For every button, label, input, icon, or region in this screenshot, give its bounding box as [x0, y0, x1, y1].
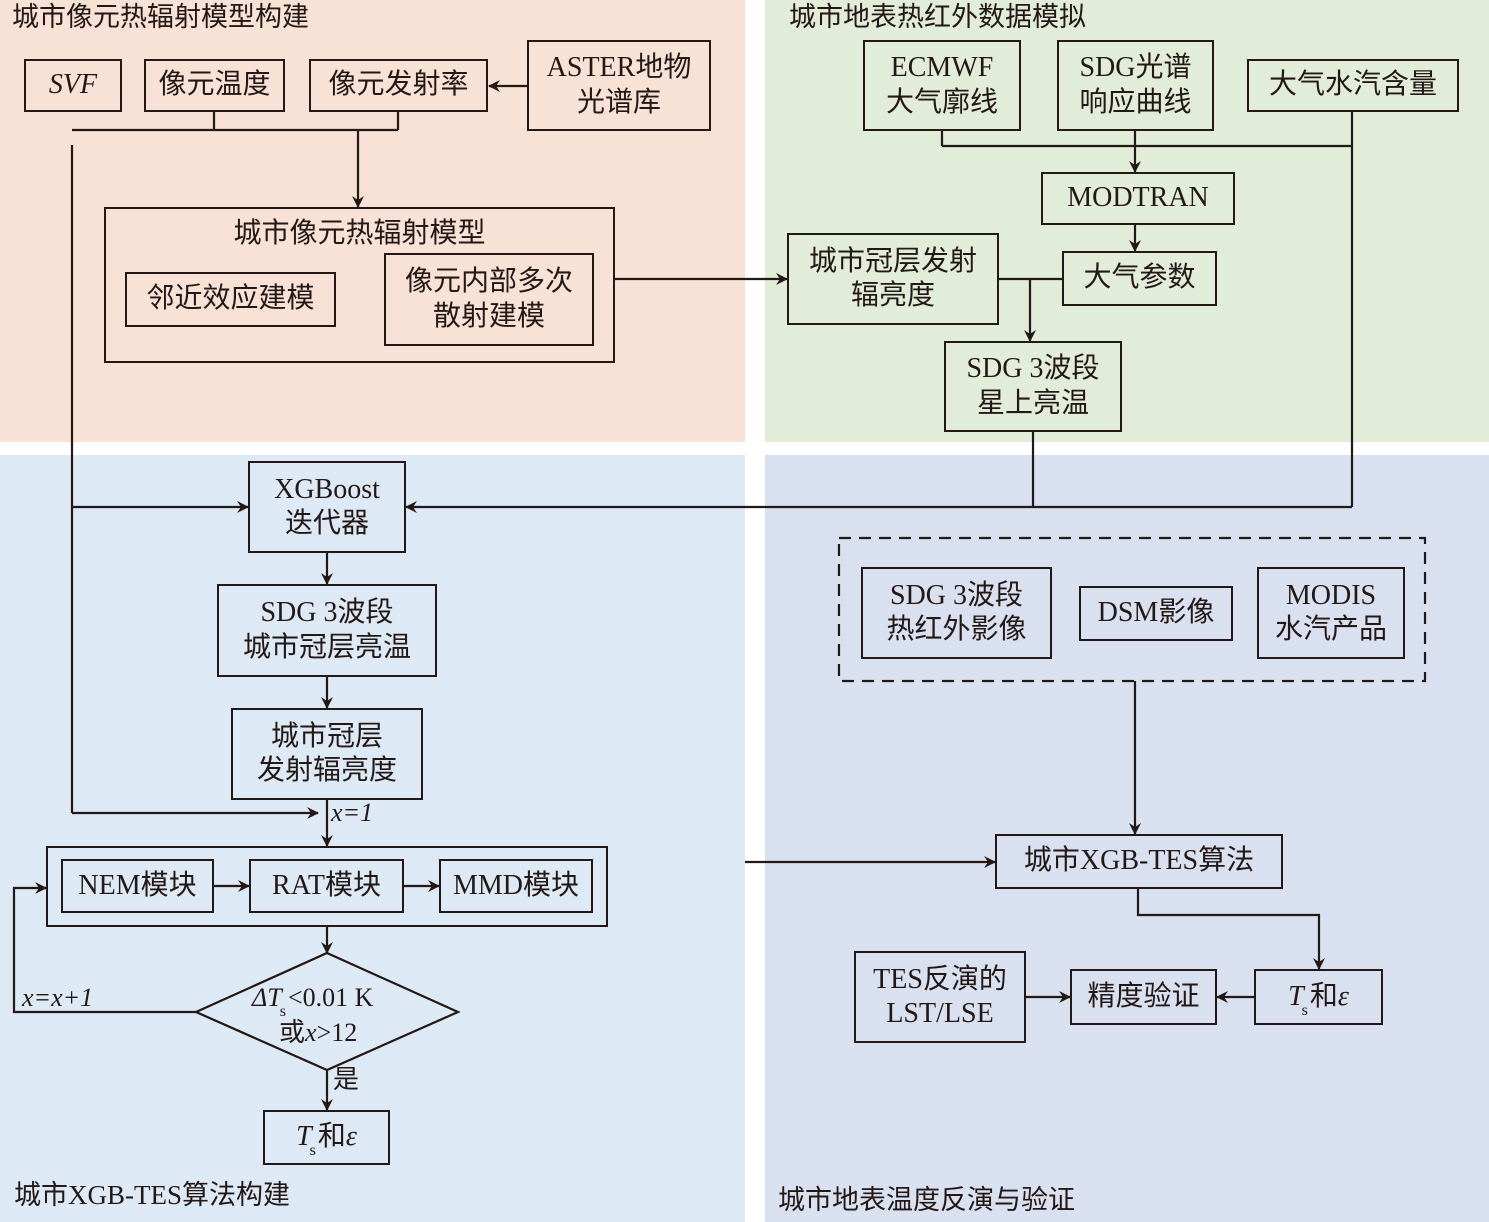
- yes-label: 是: [333, 1065, 360, 1094]
- radiation-model-title: 城市像元热辐射模型: [233, 218, 486, 249]
- condition-line1: ΔTs<0.01 K: [252, 983, 374, 1020]
- canopy-radiance-sim-line2: 辐亮度: [850, 280, 935, 311]
- mmd-label: MMD模块: [452, 869, 579, 901]
- val-out-and: 和: [1309, 980, 1338, 1012]
- box-canopy-radiance-sim: 城市冠层发射辐亮度: [787, 233, 999, 325]
- accuracy-label: 精度验证: [1087, 980, 1200, 1012]
- ecmwf-line2: 大气廓线: [885, 86, 998, 118]
- box-output-ts-emissivity: Ts和ε: [263, 1110, 390, 1165]
- sdg-srf-line1: SDG光谱: [1079, 52, 1192, 84]
- tes-result-line2: LST/LSE: [886, 998, 994, 1029]
- canopy-radiance-sim-line1: 城市冠层发射: [808, 245, 977, 277]
- aster-line1: ASTER地物: [546, 52, 692, 84]
- condition-threshold: <0.01 K: [287, 983, 374, 1012]
- panel-model-construction: [0, 0, 745, 442]
- water-vapor-label: 大气水汽含量: [1268, 69, 1437, 101]
- sdg-tir-line1: SDG 3波段: [889, 579, 1023, 611]
- condition-var: x: [305, 1018, 317, 1047]
- val-out-t: T: [1288, 980, 1304, 1012]
- box-validation-output: Ts和ε: [1254, 969, 1383, 1025]
- condition-max-iter: >12: [316, 1018, 358, 1047]
- modis-line2: 水汽产品: [1274, 614, 1387, 645]
- panel-data-simulation: [765, 0, 1489, 442]
- svf-label: SVF: [48, 69, 98, 101]
- sdg-srf-line2: 响应曲线: [1079, 86, 1192, 118]
- box-pixel-temperature: 像元温度: [144, 59, 285, 112]
- atmos-params-label: 大气参数: [1083, 262, 1196, 294]
- panel-algorithm-construction: [0, 455, 745, 1222]
- multi-scatter-line2: 散射建模: [432, 300, 545, 332]
- val-out-eps: ε: [1337, 980, 1349, 1012]
- canopy-bt-line1: SDG 3波段: [260, 597, 394, 629]
- box-modtran: MODTRAN: [1041, 172, 1235, 225]
- pixel-emissivity-label: 像元发射率: [328, 69, 469, 101]
- multi-scatter-line1: 像元内部多次: [404, 266, 573, 298]
- canopy-radiance-line2: 发射辐亮度: [256, 755, 397, 786]
- modis-line1: MODIS: [1285, 579, 1377, 611]
- box-canopy-bt: SDG 3波段城市冠层亮温: [217, 584, 437, 677]
- out-and: 和: [317, 1121, 346, 1153]
- box-module-group: [46, 846, 608, 927]
- loop-back-line: [12, 882, 196, 1014]
- condition-sub: s: [279, 1003, 286, 1020]
- box-dsm: DSM影像: [1079, 586, 1233, 641]
- ecmwf-line1: ECMWF: [890, 52, 994, 84]
- box-toa-bt: SDG 3波段星上亮温: [944, 341, 1122, 432]
- line-xgbtes-to-output: [1136, 888, 1325, 970]
- condition-delta-t: ΔT: [252, 983, 282, 1012]
- nem-label: NEM模块: [78, 869, 197, 901]
- out-sub: s: [309, 1142, 316, 1160]
- aster-line2: 光谱库: [576, 86, 661, 118]
- box-sdg-srf: SDG光谱响应曲线: [1057, 40, 1214, 131]
- box-sdg-tir-image: SDG 3波段热红外影像: [861, 567, 1052, 659]
- dsm-label: DSM影像: [1097, 597, 1215, 629]
- box-canopy-radiance: 城市冠层发射辐亮度: [231, 708, 423, 800]
- box-accuracy: 精度验证: [1070, 969, 1217, 1025]
- panel-title-algorithm: 城市XGB-TES算法构建: [14, 1180, 290, 1210]
- box-aster-library: ASTER地物光谱库: [527, 40, 711, 131]
- box-multi-scatter-modeling: 像元内部多次散射建模: [384, 253, 594, 346]
- panel-title-simulation: 城市地表热红外数据模拟: [789, 2, 1086, 32]
- box-radiation-model: 城市像元热辐射模型: [104, 207, 615, 363]
- xgb-tes-label: 城市XGB-TES算法: [1023, 845, 1255, 877]
- condition-or: 或: [279, 1018, 306, 1047]
- panel-retrieval-validation: [765, 455, 1489, 1222]
- xgboost-line2: 迭代器: [284, 508, 369, 539]
- box-adjacency-modeling: 邻近效应建模: [125, 272, 336, 327]
- pixel-temperature-label: 像元温度: [158, 69, 271, 101]
- input-group-dashed-box: [837, 536, 1427, 683]
- box-water-vapor: 大气水汽含量: [1247, 59, 1459, 112]
- canopy-bt-line2: 城市冠层亮温: [242, 631, 411, 663]
- sdg-tir-line2: 热红外影像: [886, 614, 1027, 645]
- modtran-label: MODTRAN: [1067, 182, 1209, 214]
- toa-bt-line1: SDG 3波段: [966, 353, 1100, 385]
- canopy-radiance-line1: 城市冠层: [270, 720, 383, 752]
- box-pixel-emissivity: 像元发射率: [309, 59, 488, 112]
- box-mmd: MMD模块: [439, 859, 593, 913]
- tes-result-line1: TES反演的: [873, 963, 1007, 995]
- box-rat: RAT模块: [249, 859, 404, 913]
- out-eps: ε: [345, 1121, 357, 1153]
- condition-line2: 或x>12: [279, 1020, 357, 1046]
- decision-diamond: [193, 951, 461, 1072]
- panel-title-validation: 城市地表温度反演与验证: [778, 1185, 1075, 1215]
- toa-bt-line2: 星上亮温: [976, 387, 1089, 419]
- box-atmos-params: 大气参数: [1062, 251, 1217, 306]
- adjacency-label: 邻近效应建模: [146, 283, 315, 315]
- init-label: x=1: [331, 798, 374, 827]
- box-xgb-tes: 城市XGB-TES算法: [995, 834, 1283, 889]
- box-nem: NEM模块: [61, 859, 214, 913]
- val-out-sub: s: [1301, 1001, 1308, 1019]
- xgboost-line1: XGBoost: [274, 473, 380, 505]
- out-t: T: [296, 1121, 312, 1153]
- panel-title-model: 城市像元热辐射模型构建: [12, 2, 309, 32]
- box-svf: SVF: [24, 59, 122, 112]
- loop-label: x=x+1: [22, 983, 94, 1012]
- rat-label: RAT模块: [272, 869, 381, 901]
